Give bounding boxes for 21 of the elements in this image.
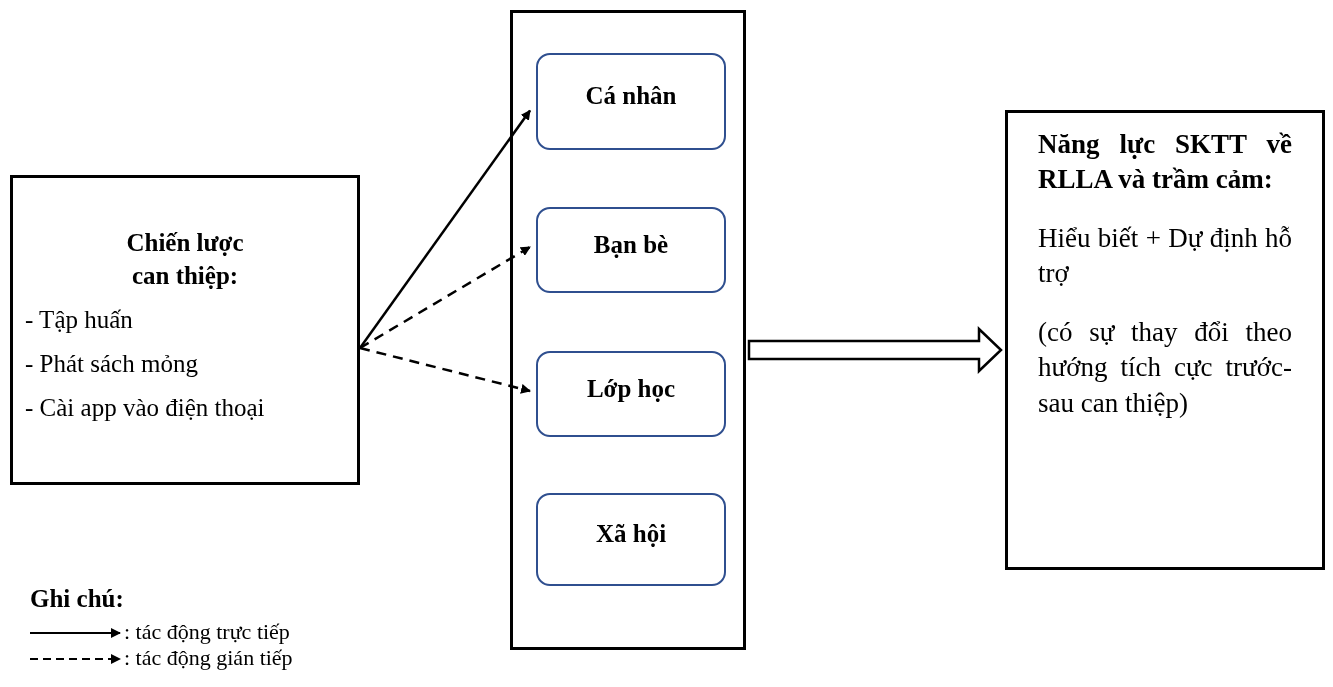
category-box xyxy=(536,493,726,586)
legend-title: Ghi chú: xyxy=(30,585,124,613)
heading: Chiến lược can thiệp: xyxy=(125,227,245,292)
heading: Bạn bè xyxy=(593,229,669,260)
heading: Xã hội xyxy=(595,519,667,550)
heading: Cá nhân xyxy=(585,81,677,112)
body-text: - Phát sách mỏng xyxy=(25,348,199,379)
body-text: - Cài app vào điện thoại xyxy=(25,392,266,423)
category-box xyxy=(536,53,726,150)
heading: Năng lực SKTT về RLLA và trầm cảm: xyxy=(1038,128,1292,197)
legend-text: : tác động trực tiếp xyxy=(124,619,290,645)
legend-text: : tác động gián tiếp xyxy=(124,645,293,671)
body-text: (có sự thay đổi theo hướng tích cực trước-sau can thiệp) xyxy=(1038,316,1292,420)
text-box xyxy=(1005,110,1325,570)
body-text: Hiểu biết + Dự định hỗ trợ xyxy=(1038,222,1292,291)
category-box xyxy=(536,351,726,437)
text-box xyxy=(10,175,360,485)
body-text: - Tập huấn xyxy=(25,305,134,336)
heading: Lớp học xyxy=(586,373,676,404)
category-box xyxy=(536,207,726,293)
group-box xyxy=(510,10,746,650)
